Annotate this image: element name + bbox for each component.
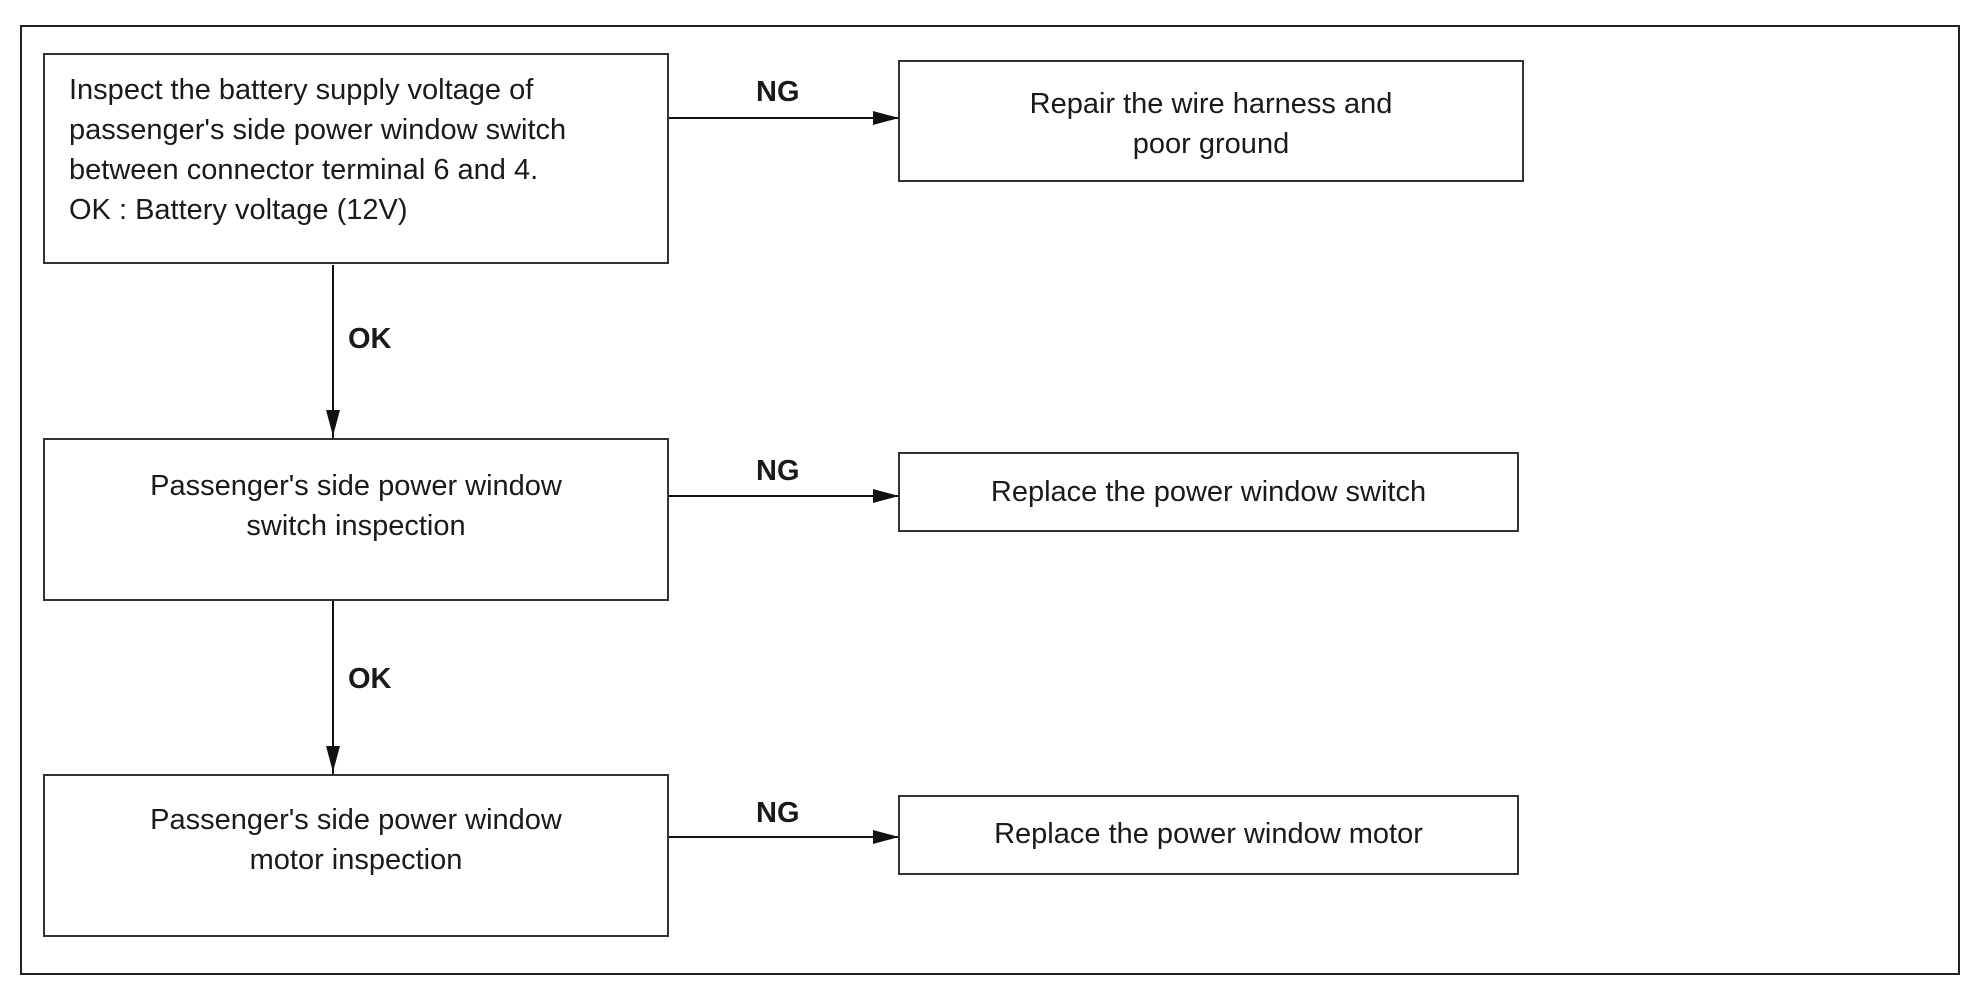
arrowhead-down-2	[326, 746, 340, 772]
node-text-line: Inspect the battery supply voltage of	[69, 74, 534, 106]
node-text-line: Replace the power window motor	[994, 818, 1423, 850]
edge-label-ng: NG	[756, 455, 800, 487]
edge-label-ng: NG	[756, 797, 800, 829]
node-text-line: switch inspection	[246, 510, 466, 542]
node-text-line: OK : Battery voltage (12V)	[69, 194, 408, 226]
node-motor-inspection: Passenger's side power window motor insp…	[43, 774, 669, 937]
node-text-line: Passenger's side power window	[150, 470, 562, 502]
node-replace-switch: Replace the power window switch	[898, 452, 1519, 532]
diagram-frame	[20, 25, 1960, 975]
node-text-line: Replace the power window switch	[990, 476, 1427, 508]
edge-label-ok: OK	[348, 663, 392, 695]
arrowhead-down-1	[326, 410, 340, 436]
node-text-line: Passenger's side power window	[150, 804, 562, 836]
node-repair-harness: Repair the wire harness and poor ground	[898, 60, 1524, 182]
node-text-line: between connector terminal 6 and 4.	[69, 154, 539, 186]
node-text-line: passenger's side power window switch	[69, 114, 567, 146]
node-text-line: Repair the wire harness and	[1029, 88, 1393, 120]
node-check-battery: Inspect the battery supply voltage of pa…	[43, 53, 669, 264]
node-text-line: motor inspection	[249, 844, 463, 876]
edge-label-ok: OK	[348, 323, 392, 355]
node-switch-inspection: Passenger's side power window switch ins…	[43, 438, 669, 601]
node-text-line: poor ground	[1132, 128, 1290, 160]
edge-label-ng: NG	[756, 76, 800, 108]
node-replace-motor: Replace the power window motor	[898, 795, 1519, 875]
